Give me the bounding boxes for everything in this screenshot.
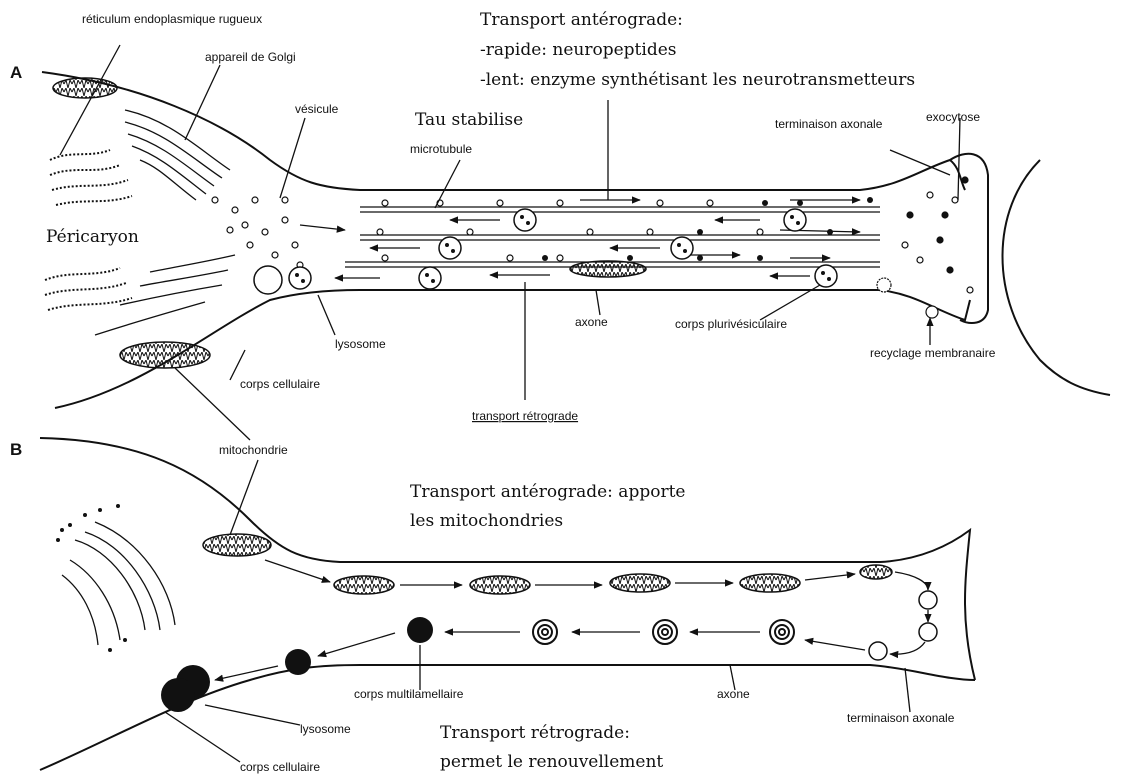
terminal-vesicles xyxy=(876,176,974,319)
mitochondrion-soma-top xyxy=(52,77,118,99)
mitochondrion-b-6 xyxy=(859,564,893,580)
label-lysosome-a: lysosome xyxy=(335,337,386,351)
panel-a-pointer-lines xyxy=(59,44,961,441)
golgi-apparatus xyxy=(124,109,231,201)
panel-b-cell-outline-top xyxy=(39,437,976,681)
terminal-degrading-mitochondria xyxy=(868,590,938,661)
mitochondrion-axon xyxy=(569,260,647,278)
label-corps-multi: corps multilamellaire xyxy=(354,687,464,701)
mitochondrion-soma-bottom xyxy=(119,341,211,369)
golgi-apparatus-lower xyxy=(94,254,236,336)
label-lysosome-b: lysosome xyxy=(300,722,351,736)
label-vesicule: vésicule xyxy=(295,102,339,116)
multivesicular-bodies-dots xyxy=(295,215,831,283)
panel-a-target-cell xyxy=(1001,159,1111,396)
multivesicular-bodies xyxy=(288,208,838,290)
mitochondrion-b-2 xyxy=(333,575,395,595)
label-mitochondrie: mitochondrie xyxy=(219,443,288,457)
label-pericaryon: Péricaryon xyxy=(46,227,139,247)
label-corps-cellulaire-b: corps cellulaire xyxy=(240,760,320,774)
mitochondrion-b-4 xyxy=(609,573,671,593)
mitochondrion-b-3 xyxy=(469,575,531,595)
note-tau: Tau stabilise xyxy=(415,110,523,130)
anterograde-arrows-a xyxy=(299,196,861,262)
retrograde-arrows-a xyxy=(334,216,810,282)
mitochondrion-b-1 xyxy=(202,533,272,557)
label-corps-cellulaire-a: corps cellulaire xyxy=(240,377,320,391)
panel-a-cell-outline-bottom xyxy=(54,289,971,409)
multilamellar-body-dark xyxy=(407,617,433,643)
golgi-vesicles-b xyxy=(56,504,127,652)
multilamellar-bodies xyxy=(532,619,795,645)
panel-a-letter: A xyxy=(10,63,22,82)
label-terminaison-b: terminaison axonale xyxy=(847,711,955,725)
lysosome-vacuole xyxy=(253,265,283,295)
panel-b: B xyxy=(10,437,976,774)
lysosome-b-1 xyxy=(285,649,311,675)
note-antero-lent: -lent: enzyme synthétisant les neurotran… xyxy=(480,70,915,90)
panel-a: A xyxy=(10,10,1111,441)
anterograde-arrows-b xyxy=(264,559,856,589)
label-corps-pluri: corps plurivésiculaire xyxy=(675,317,787,331)
note-antero-rapide: -rapide: neuropeptides xyxy=(480,40,676,60)
terminal-arrows xyxy=(889,571,932,659)
label-exocytose: exocytose xyxy=(926,110,980,124)
retrograde-arrows-b xyxy=(214,628,866,682)
panel-b-pointer-lines xyxy=(164,459,911,763)
note-retro-b-1: Transport rétrograde: xyxy=(440,723,630,743)
axon-vesicles-filled xyxy=(542,197,873,261)
panel-a-terminal-outline xyxy=(949,152,989,324)
note-antero-b-2: les mitochondries xyxy=(410,511,563,531)
label-axone-b: axone xyxy=(717,687,750,701)
lysosome-b-3 xyxy=(161,678,195,712)
panel-b-cell-outline-bottom xyxy=(39,664,976,771)
label-recyclage: recyclage membranaire xyxy=(870,346,996,360)
label-terminaison-a: terminaison axonale xyxy=(775,117,883,131)
label-axone-a: axone xyxy=(575,315,608,329)
rer-stack-upper xyxy=(49,149,133,206)
golgi-apparatus-b xyxy=(61,521,176,646)
axon-vesicles-open xyxy=(376,199,764,262)
panel-b-letter: B xyxy=(10,440,22,459)
note-antero-title: Transport antérograde: xyxy=(480,10,683,30)
note-retro-b-2: permet le renouvellement xyxy=(440,752,663,772)
label-transport-retro-a: transport rétrograde xyxy=(472,409,578,423)
label-rer: réticulum endoplasmique rugueux xyxy=(82,12,262,26)
rer-stack-lower xyxy=(44,267,133,311)
note-antero-b-1: Transport antérograde: apporte xyxy=(410,482,685,502)
mitochondrion-b-5 xyxy=(739,573,801,593)
label-golgi: appareil de Golgi xyxy=(205,50,296,64)
label-microtubule: microtubule xyxy=(410,142,472,156)
